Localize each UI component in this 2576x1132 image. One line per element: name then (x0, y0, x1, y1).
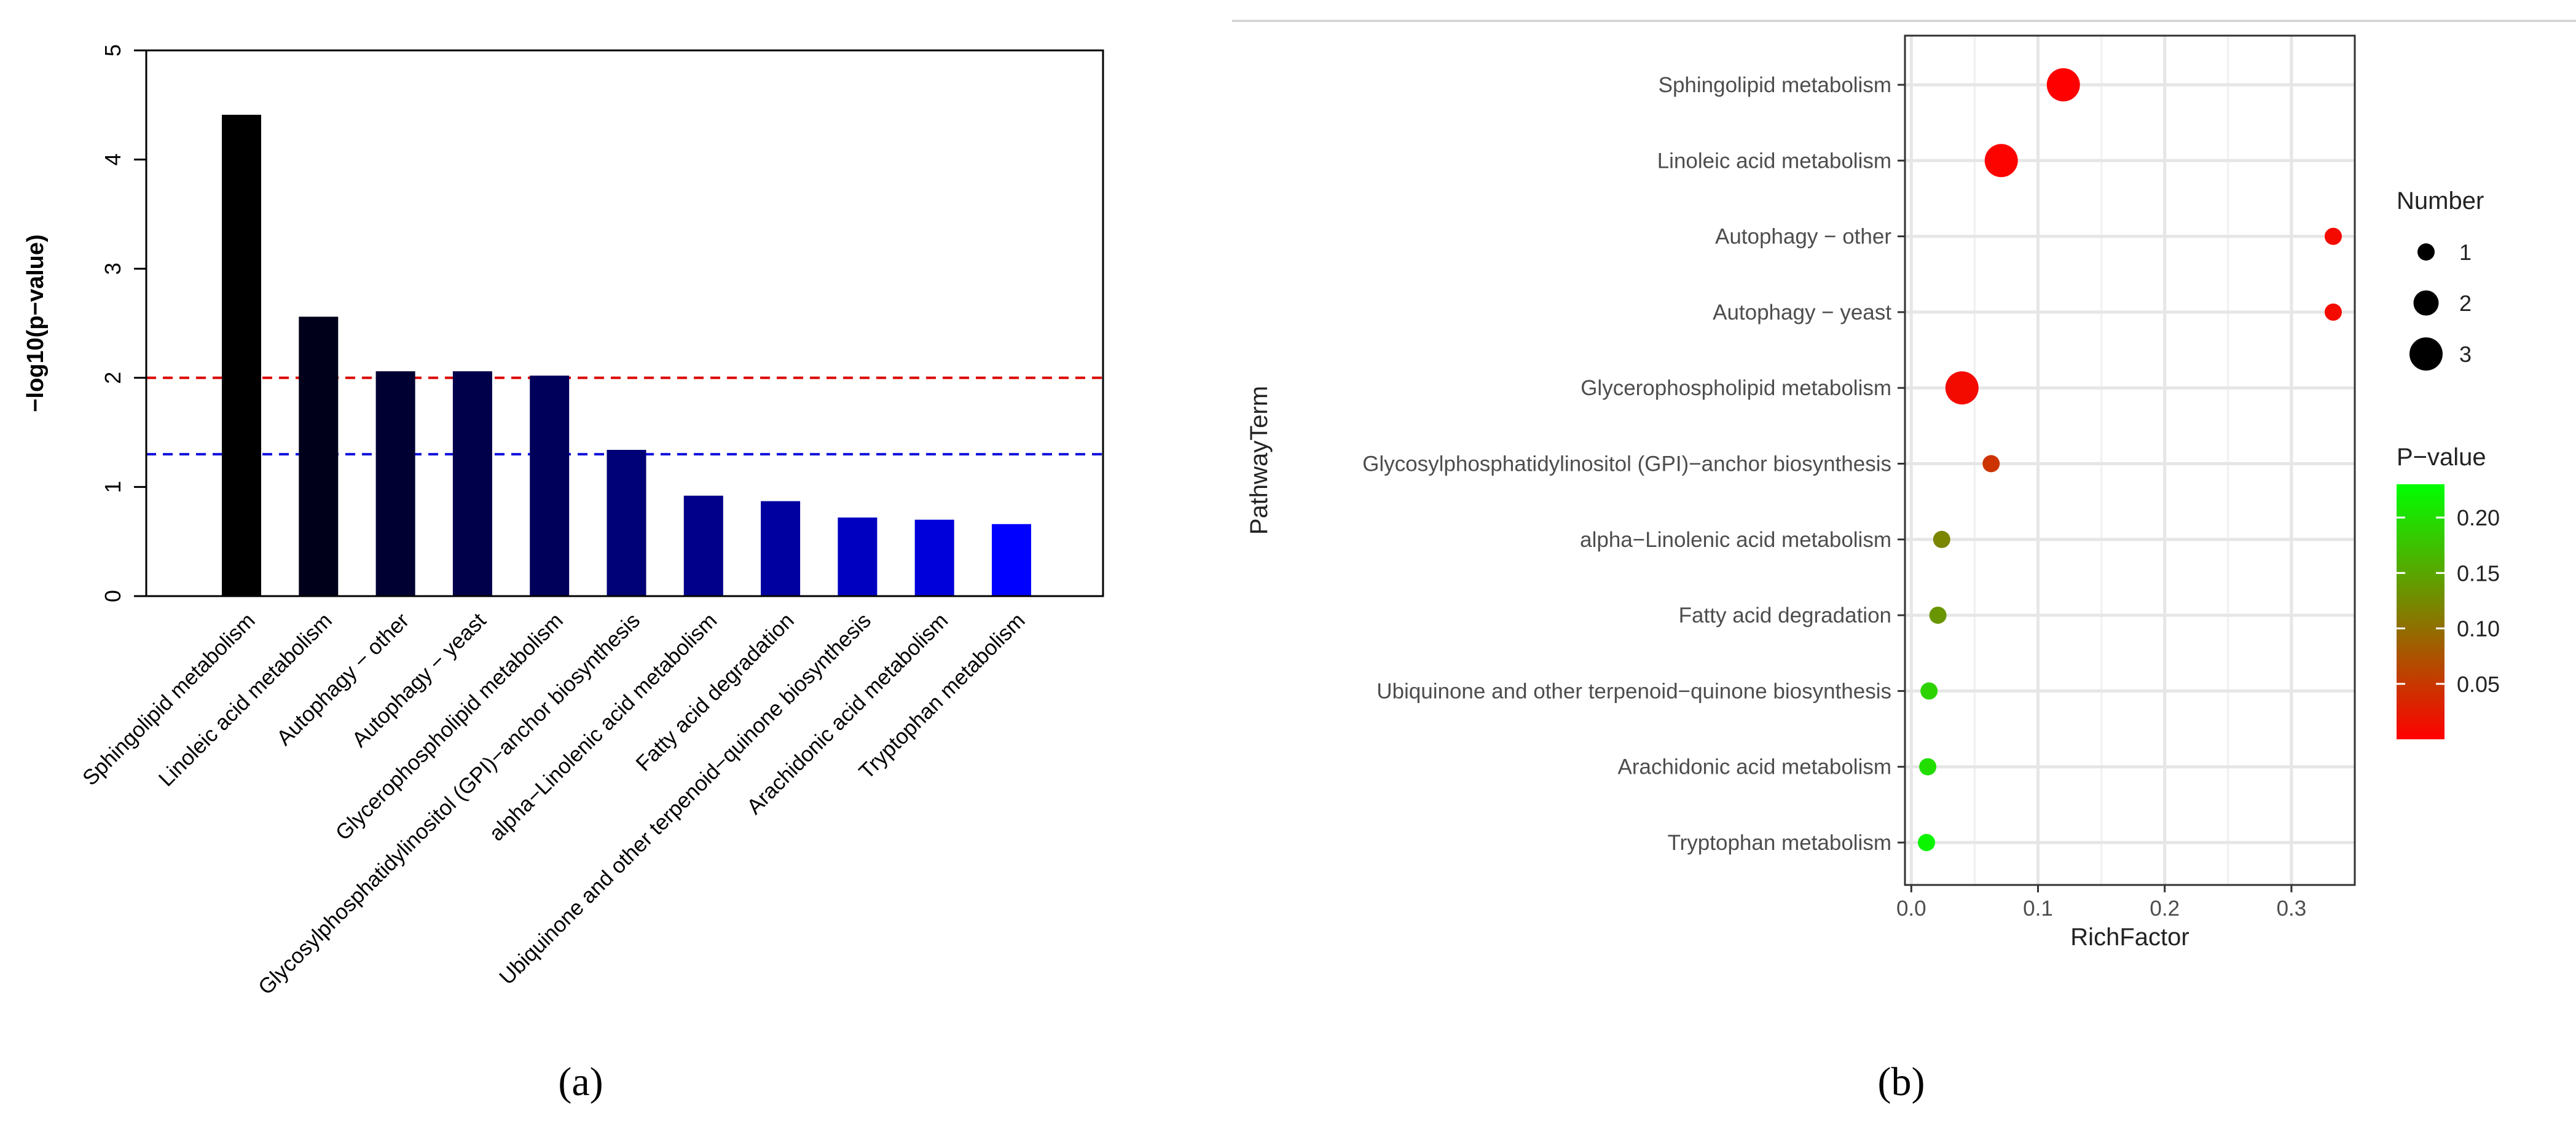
pathway-term-label: Autophagy − yeast (1713, 301, 1891, 324)
data-point (1929, 607, 1947, 624)
bar (222, 114, 261, 596)
x-tick-label: 0.1 (2023, 897, 2053, 921)
size-legend-label: 2 (2459, 291, 2472, 316)
plot-frame (1904, 34, 2356, 886)
x-axis-label: RichFactor (2070, 924, 2189, 951)
color-legend-bar (2397, 484, 2444, 739)
y-tick-label: 1 (100, 481, 125, 493)
y-tick-label: 4 (100, 154, 125, 166)
pathway-term-label: Fatty acid degradation (1679, 603, 1891, 627)
bar (530, 375, 570, 596)
y-tick-label: 3 (100, 262, 125, 275)
data-point (1918, 834, 1936, 851)
bar (838, 517, 878, 596)
bar (992, 524, 1031, 596)
color-legend-title: P−value (2397, 444, 2486, 471)
y-axis-label: PathwayTerm (1246, 386, 1273, 535)
x-category-label: Ubiquinone and other terpenoid−quinone b… (495, 608, 876, 989)
pathway-term-label: Linoleic acid metabolism (1657, 149, 1891, 173)
size-legend-dot (2413, 290, 2439, 316)
panel-label-a: (a) (558, 1059, 603, 1104)
data-point (1984, 144, 2018, 178)
color-legend-tick-label: 0.05 (2457, 672, 2500, 697)
color-legend-tick-label: 0.20 (2457, 505, 2500, 530)
pathway-term-label: Tryptophan metabolism (1668, 831, 1891, 855)
y-tick-label: 0 (100, 590, 125, 602)
data-point (2324, 227, 2342, 245)
x-category-label: Autophagy − other (272, 608, 414, 750)
y-axis-label: −log10(p−value) (23, 234, 49, 412)
x-tick-label: 0.2 (2150, 897, 2180, 921)
x-tick-label: 0.0 (1896, 897, 1926, 921)
bar (607, 450, 646, 596)
bar (761, 501, 801, 596)
color-legend-tick-label: 0.15 (2457, 560, 2500, 586)
data-point (2046, 68, 2080, 101)
bar (299, 316, 339, 596)
data-point (1982, 455, 2000, 473)
panel-label-b: (b) (1878, 1059, 1925, 1104)
x-category-label: Fatty acid degradation (631, 608, 798, 776)
x-tick-label: 0.3 (2277, 897, 2307, 921)
pathway-term-label: alpha−Linolenic acid metabolism (1580, 528, 1891, 552)
size-legend-label: 3 (2459, 342, 2472, 367)
plot-background (1905, 36, 2355, 885)
bar (683, 495, 723, 596)
size-legend-label: 1 (2459, 240, 2472, 265)
color-legend-tick-label: 0.10 (2457, 616, 2500, 642)
bar (375, 371, 415, 596)
plot-frame (145, 49, 1104, 597)
data-point (1920, 682, 1938, 700)
data-point (1933, 530, 1950, 548)
bar (914, 519, 954, 596)
pathway-term-label: Ubiquinone and other terpenoid−quinone b… (1376, 679, 1891, 703)
pathway-term-label: Glycosylphosphatidylinositol (GPI)−ancho… (1362, 452, 1891, 476)
data-point (1919, 758, 1937, 776)
pathway-term-label: Autophagy − other (1715, 225, 1891, 249)
pathway-term-label: Glycerophospholipid metabolism (1581, 376, 1891, 400)
x-category-label: Glycosylphosphatidylinositol (GPI)−ancho… (254, 608, 645, 999)
bar (452, 371, 492, 596)
size-legend-dot (2409, 337, 2443, 371)
data-point (2324, 303, 2342, 321)
y-tick-label: 2 (100, 372, 125, 384)
y-tick-label: 5 (100, 44, 125, 57)
data-point (1945, 371, 1979, 405)
size-legend-dot (2417, 243, 2435, 261)
pathway-term-label: Arachidonic acid metabolism (1618, 755, 1891, 779)
pathway-term-label: Sphingolipid metabolism (1659, 73, 1891, 97)
x-category-label: Autophagy − yeast (347, 608, 490, 752)
size-legend-title: Number (2397, 187, 2484, 214)
